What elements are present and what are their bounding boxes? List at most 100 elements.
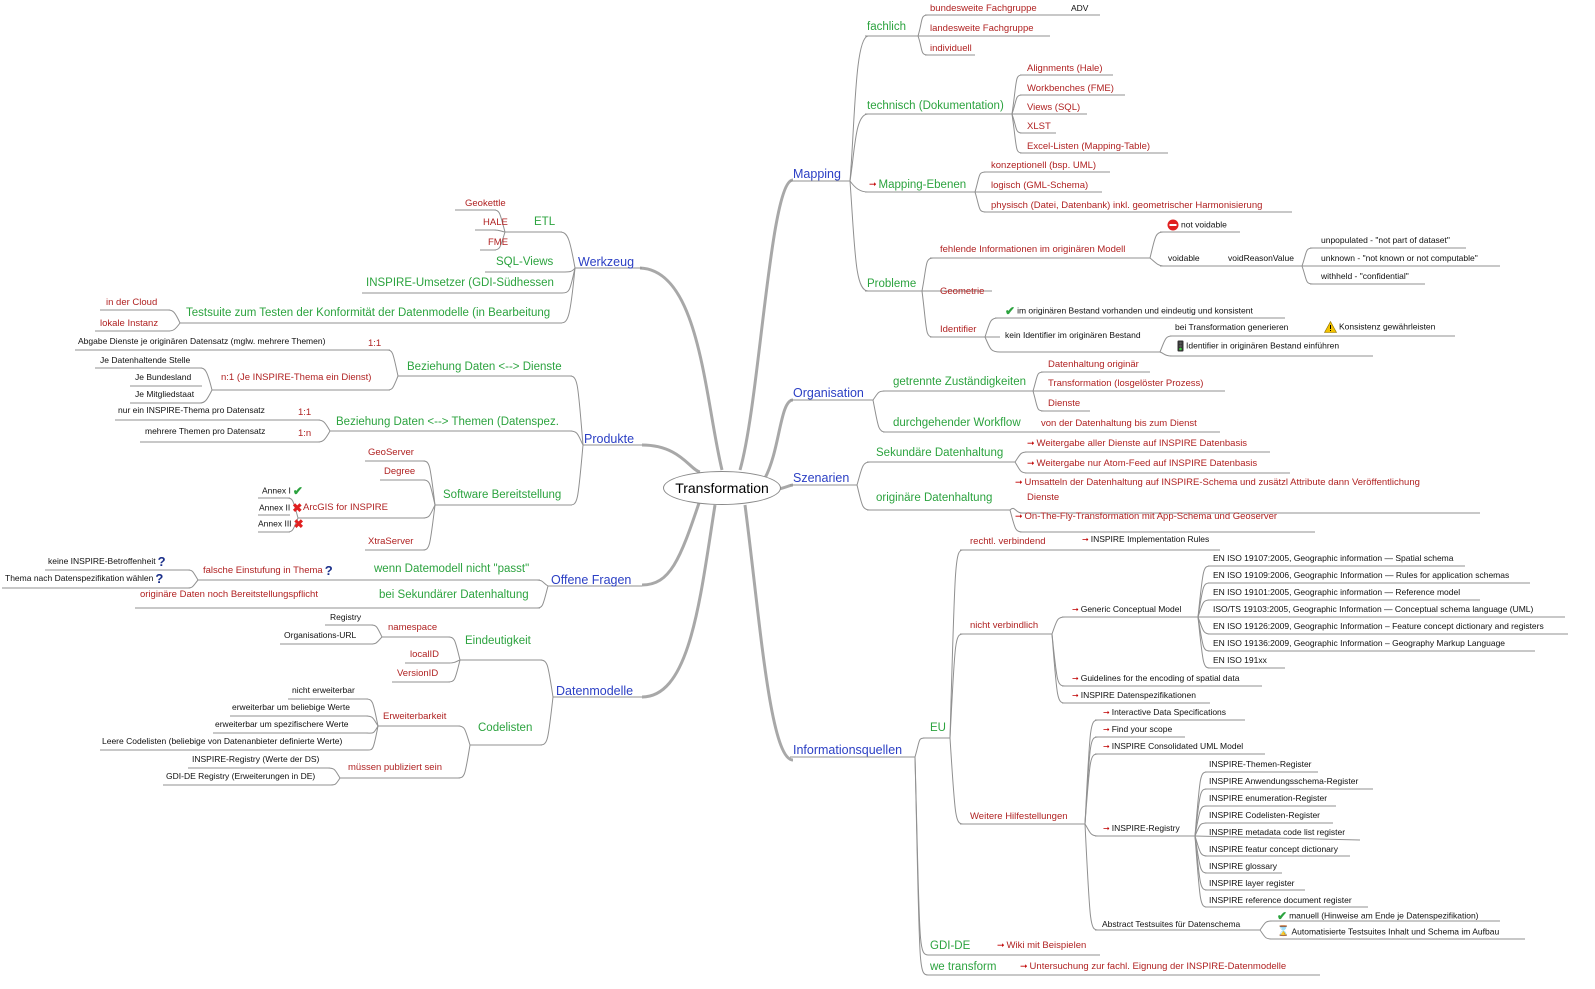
item-nicht-verbindlich[interactable]: nicht verbindlich xyxy=(970,620,1039,631)
topic-datemodell-passt[interactable]: wenn Datemodell nicht "passt" xyxy=(374,563,530,575)
item-konsistenz[interactable]: Konsistenz gewährleisten xyxy=(1322,321,1435,333)
item-register-layer[interactable]: INSPIRE layer register xyxy=(1209,878,1295,888)
item-erweiterbar-spezifisch[interactable]: erweiterbar um spezifischere Werte xyxy=(215,719,349,729)
item-fehlende-informationen[interactable]: fehlende Informationen im originären Mod… xyxy=(940,244,1126,255)
topic-mapping[interactable]: Mapping xyxy=(793,167,841,181)
topic-probleme[interactable]: Probleme xyxy=(867,278,917,290)
topic-sekundaere-datenhaltung[interactable]: Sekundäre Datenhaltung xyxy=(876,447,1004,459)
topic-sql-views[interactable]: SQL-Views xyxy=(496,256,554,268)
item-themen-ratio-1-1[interactable]: 1:1 xyxy=(298,407,312,418)
item-voidable[interactable]: voidable xyxy=(1168,253,1200,263)
topic-beziehung-dienste[interactable]: Beziehung Daten <--> Dienste xyxy=(407,361,562,373)
item-find-your-scope[interactable]: ➞Find your scope xyxy=(1101,725,1172,734)
item-iso-19109[interactable]: EN ISO 19109:2006, Geographic Informatio… xyxy=(1213,570,1510,580)
item-register-themen[interactable]: INSPIRE-Themen-Register xyxy=(1209,759,1312,769)
item-views[interactable]: Views (SQL) xyxy=(1027,102,1081,113)
topic-testsuite[interactable]: Testsuite zum Testen der Konformität der… xyxy=(186,307,551,319)
topic-originaere-datenhaltung[interactable]: originäre Datenhaltung xyxy=(876,492,993,504)
item-bereitstellungspflicht[interactable]: originäre Daten noch Bereitstellungspfli… xyxy=(140,589,318,600)
item-umsatteln-dienste[interactable]: Dienste xyxy=(1027,492,1060,503)
topic-technisch[interactable]: technisch (Dokumentation) xyxy=(867,100,1004,112)
item-iso-19126[interactable]: EN ISO 19126:2009, Geographic Informatio… xyxy=(1213,621,1544,631)
item-nur-ein-thema[interactable]: nur ein INSPIRE-Thema pro Datensatz xyxy=(118,405,265,415)
topic-fachlich[interactable]: fachlich xyxy=(867,21,906,33)
item-adv[interactable]: ADV xyxy=(1071,3,1089,13)
item-datenspezifikationen[interactable]: ➞INSPIRE Datenspezifikationen xyxy=(1070,691,1196,700)
item-weitergabe-atom[interactable]: ➞Weitergabe nur Atom-Feed auf INSPIRE Da… xyxy=(1025,459,1257,469)
item-landesweite-fachgruppe[interactable]: landesweite Fachgruppe xyxy=(930,23,1034,34)
item-konzeptionell[interactable]: konzeptionell (bsp. UML) xyxy=(991,160,1097,171)
item-weitere-hilfestellungen[interactable]: Weitere Hilfestellungen xyxy=(970,811,1068,822)
item-leere-codelisten[interactable]: Leere Codelisten (beliebige von Datenanb… xyxy=(102,736,343,746)
topic-szenarien[interactable]: Szenarien xyxy=(793,471,850,485)
item-annex-ii[interactable]: Annex II✖ xyxy=(259,502,304,514)
item-erweiterbar-beliebig[interactable]: erweiterbar um beliebige Werte xyxy=(232,702,350,712)
item-je-datenhaltende-stelle[interactable]: Je Datenhaltende Stelle xyxy=(100,355,191,365)
topic-codelisten[interactable]: Codelisten xyxy=(478,722,533,734)
item-register-metadata[interactable]: INSPIRE metadata code list register xyxy=(1209,827,1346,837)
item-weitergabe-dienste[interactable]: ➞Weitergabe aller Dienste auf INSPIRE Da… xyxy=(1025,439,1247,449)
item-interactive-data-specifications[interactable]: ➞Interactive Data Specifications xyxy=(1101,708,1226,717)
item-generieren[interactable]: bei Transformation generieren xyxy=(1175,322,1289,332)
topic-eindeutigkeit[interactable]: Eindeutigkeit xyxy=(465,635,531,647)
item-automatisiert[interactable]: ⌛Automatisierte Testsuites Inhalt und Sc… xyxy=(1275,927,1499,937)
topic-durchgehender-workflow[interactable]: durchgehender Workflow xyxy=(893,417,1021,429)
item-versionid[interactable]: VersionID xyxy=(397,668,439,679)
item-register-glossary[interactable]: INSPIRE glossary xyxy=(1209,861,1278,871)
item-iso-19136[interactable]: EN ISO 19136:2009, Geographic Informatio… xyxy=(1213,638,1506,648)
item-geokettle[interactable]: Geokettle xyxy=(465,198,506,209)
item-hale[interactable]: HALE xyxy=(483,217,508,228)
item-keine-betroffenheit[interactable]: keine INSPIRE-Betroffenheit? xyxy=(48,555,168,568)
item-generic-conceptual-model[interactable]: ➞Generic Conceptual Model xyxy=(1070,605,1181,614)
item-register-anwendungsschema[interactable]: INSPIRE Anwendungsschema-Register xyxy=(1209,776,1359,786)
topic-software-bereitstellung[interactable]: Software Bereitstellung xyxy=(443,489,562,501)
item-unpopulated[interactable]: unpopulated - "not part of dataset" xyxy=(1321,235,1450,245)
item-annex-i[interactable]: Annex I✔ xyxy=(262,485,305,497)
item-bundesweite-fachgruppe[interactable]: bundesweite Fachgruppe xyxy=(930,3,1037,14)
item-degree[interactable]: Degree xyxy=(384,466,416,477)
item-withheld[interactable]: withheld - "confidential" xyxy=(1321,271,1409,281)
topic-etl[interactable]: ETL xyxy=(534,216,556,228)
item-kein-identifier[interactable]: kein Identifier im originären Bestand xyxy=(1005,330,1141,340)
topic-we-transform[interactable]: we transform xyxy=(930,961,997,973)
item-gdi-de-registry[interactable]: GDI-DE Registry (Erweiterungen in DE) xyxy=(166,771,316,781)
item-iso-19103[interactable]: ISO/TS 19103:2005, Geographic Informatio… xyxy=(1213,604,1534,614)
item-inspire-registry-werte[interactable]: INSPIRE-Registry (Werte der DS) xyxy=(192,754,320,764)
item-transformation-prozess[interactable]: Transformation (losgelöster Prozess) xyxy=(1048,378,1204,389)
item-geometrie[interactable]: Geometrie xyxy=(940,286,985,297)
item-fme[interactable]: FME xyxy=(488,237,509,248)
item-in-der-cloud[interactable]: in der Cloud xyxy=(106,297,158,308)
item-publiziert[interactable]: müssen publiziert sein xyxy=(348,762,442,773)
item-mehrere-themen[interactable]: mehrere Themen pro Datensatz xyxy=(145,426,266,436)
item-iso-19107[interactable]: EN ISO 19107:2005, Geographic informatio… xyxy=(1213,553,1454,563)
item-ratio-n-1[interactable]: n:1 (Je INSPIRE-Thema ein Dienst) xyxy=(221,372,372,383)
item-implementation-rules[interactable]: ➞INSPIRE Implementation Rules xyxy=(1080,535,1209,544)
item-dienste[interactable]: Dienste xyxy=(1048,398,1081,409)
item-identifier[interactable]: Identifier xyxy=(940,324,977,335)
topic-mapping-ebenen[interactable]: ➞Mapping-Ebenen xyxy=(867,179,966,192)
topic-werkzeug[interactable]: Werkzeug xyxy=(578,255,635,269)
item-individuell[interactable]: individuell xyxy=(930,43,972,54)
item-not-voidable[interactable]: not voidable xyxy=(1165,219,1227,231)
item-thema-waehlen[interactable]: Thema nach Datenspezifikation wählen? xyxy=(5,572,165,585)
topic-organisation[interactable]: Organisation xyxy=(793,386,864,400)
item-organisations-url[interactable]: Organisations-URL xyxy=(284,630,357,640)
item-iso-19101[interactable]: EN ISO 19101:2005, Geographic informatio… xyxy=(1213,587,1461,597)
item-physisch[interactable]: physisch (Datei, Datenbank) inkl. geomet… xyxy=(991,200,1263,211)
item-datenhaltung-originaer[interactable]: Datenhaltung originär xyxy=(1048,359,1139,370)
item-void-reason-value[interactable]: voidReasonValue xyxy=(1228,253,1294,263)
item-nicht-erweiterbar[interactable]: nicht erweiterbar xyxy=(292,685,355,695)
topic-getrennte-zustaendigkeiten[interactable]: getrennte Zuständigkeiten xyxy=(893,376,1026,388)
topic-informationsquellen[interactable]: Informationsquellen xyxy=(793,743,903,757)
item-xlst[interactable]: XLST xyxy=(1027,121,1051,132)
topic-produkte[interactable]: Produkte xyxy=(584,432,635,446)
item-falsche-einstufung[interactable]: falsche Einstufung in Thema? xyxy=(203,564,335,577)
item-inspire-registry[interactable]: ➞INSPIRE-Registry xyxy=(1101,824,1180,833)
item-ratio-1-1[interactable]: 1:1 xyxy=(368,338,382,349)
item-arcgis-inspire[interactable]: ArcGIS for INSPIRE xyxy=(303,502,388,513)
item-excel-listen[interactable]: Excel-Listen (Mapping-Table) xyxy=(1027,141,1151,152)
item-alignments[interactable]: Alignments (Hale) xyxy=(1027,63,1103,74)
item-consolidated-uml[interactable]: ➞INSPIRE Consolidated UML Model xyxy=(1101,742,1243,751)
item-je-mitgliedstaat[interactable]: Je Mitgliedstaat xyxy=(135,389,195,399)
item-erweiterbarkeit[interactable]: Erweiterbarkeit xyxy=(383,711,447,722)
